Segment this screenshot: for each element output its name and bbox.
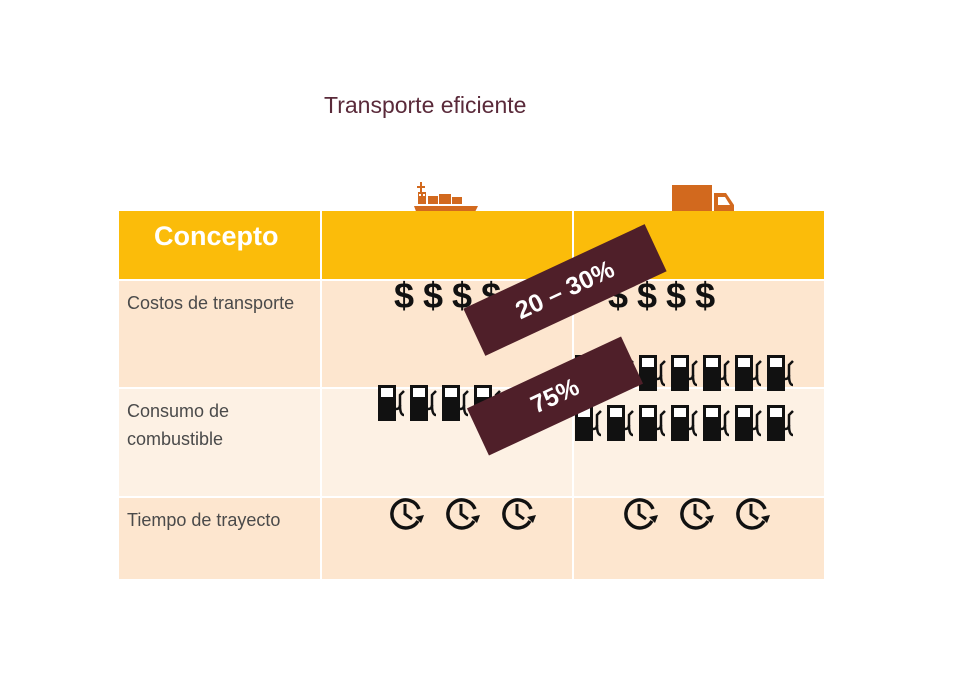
- truck-time-cell: [572, 498, 824, 579]
- truck-header-cell: [572, 211, 824, 279]
- clock-icon: [624, 498, 658, 530]
- page-title: Transporte eficiente: [324, 92, 527, 118]
- clock-icon: [390, 498, 424, 530]
- clock-icon: [446, 498, 480, 530]
- ship-clock-icons: [388, 495, 556, 531]
- fuel-pump-icon: [671, 355, 698, 391]
- fuel-pump-icon: [703, 405, 730, 441]
- row-label-cost: Costos de transporte: [127, 293, 295, 313]
- ship-cost-cell: [320, 281, 572, 387]
- fuel-pump-icon: [703, 355, 730, 391]
- row-label-time: Tiempo de trayecto: [127, 510, 281, 530]
- clock-icon: [736, 498, 770, 530]
- ship-fuel-cell: [320, 389, 572, 496]
- truck-clock-icons: [622, 495, 790, 531]
- truck-cost-cell: [572, 281, 824, 387]
- clock-icon: [502, 498, 536, 530]
- fuel-pump-icon: [639, 355, 666, 391]
- fuel-pump-icon: [442, 385, 469, 421]
- fuel-pump-icon: [378, 385, 405, 421]
- fuel-pump-icon: [639, 405, 666, 441]
- fuel-pump-icon: [607, 405, 634, 441]
- fuel-pump-icon: [767, 355, 794, 391]
- concept-header: Concepto: [154, 221, 279, 251]
- fuel-pump-icon: [575, 405, 602, 441]
- ship-time-cell: [320, 498, 572, 579]
- table-header-row: Concepto: [119, 211, 824, 279]
- ship-header-cell: [320, 211, 572, 279]
- table-row: Tiempo de trayecto: [119, 498, 824, 579]
- truck-fuel-cell: [572, 389, 824, 496]
- fuel-pump-icon: [410, 385, 437, 421]
- fuel-pump-icon: [735, 405, 762, 441]
- clock-icon: [680, 498, 714, 530]
- fuel-pump-icon: [767, 405, 794, 441]
- fuel-pump-icon: [735, 355, 762, 391]
- fuel-pump-icon: [671, 405, 698, 441]
- row-label-fuel: Consumo de combustible: [127, 401, 230, 449]
- truck-fuel-pump-icons-row2: [575, 405, 799, 441]
